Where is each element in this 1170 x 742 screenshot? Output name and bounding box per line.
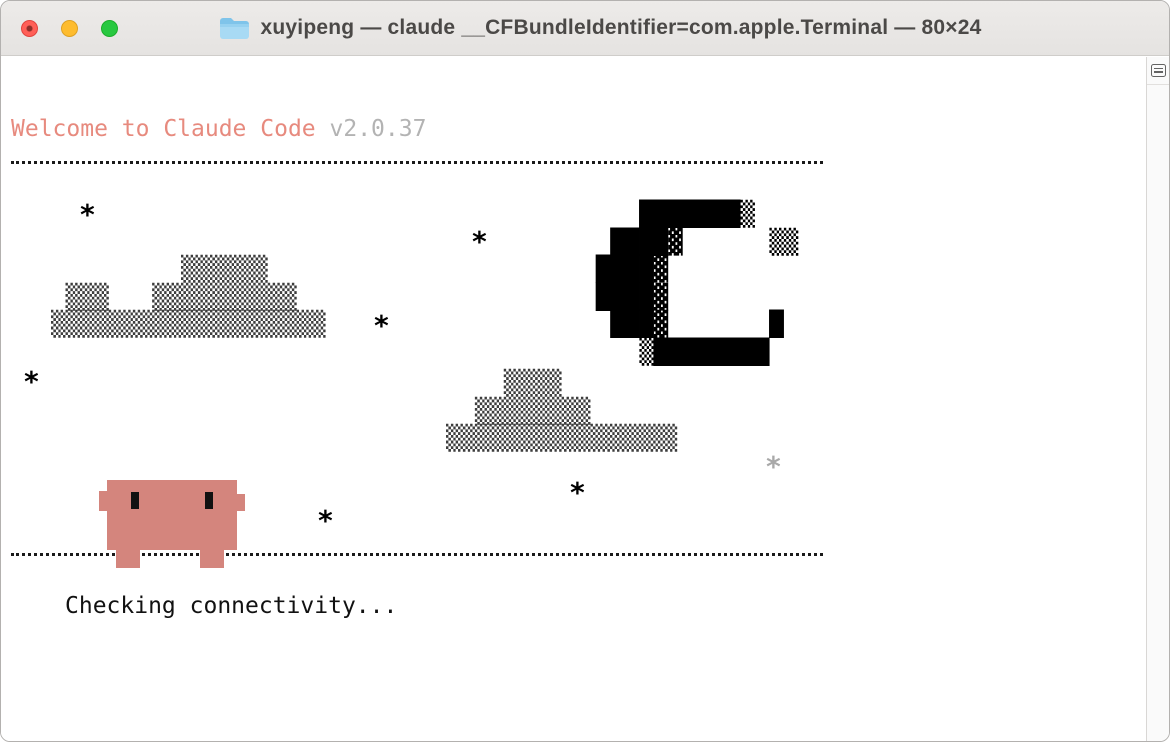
star-icon: * [317, 504, 334, 537]
dotted-divider-ground [11, 553, 823, 556]
title-group: xuyipeng — claude __CFBundleIdentifier=c… [219, 16, 982, 41]
close-button[interactable] [21, 20, 38, 37]
pig-eye-right [205, 492, 213, 509]
star-icon-dim: * [765, 450, 782, 483]
cloud-art-right: ▒▒▒▒ ▒▒▒▒▒▒▒▒ ▒▒▒▒▒▒▒▒▒▒▒▒▒▒▒▒ [446, 369, 678, 452]
scrollbar-track[interactable] [1146, 57, 1169, 741]
welcome-brand-text: Welcome to Claude Code [11, 116, 330, 142]
dotted-divider-top [11, 161, 823, 164]
pig-ear-right [235, 494, 245, 511]
zoom-button[interactable] [101, 20, 118, 37]
status-text: Checking connectivity... [65, 593, 398, 619]
pig-leg-right [200, 550, 224, 568]
cloud-art-left: ▒▒▒▒▒▒ ▒▒▒ ▒▒▒▒▒▒▒▒▒▒ ▒▒▒▒▒▒▒▒▒▒▒▒▒▒▒▒▒▒… [51, 255, 326, 338]
folder-icon [219, 16, 250, 41]
split-pane-icon [1151, 64, 1166, 77]
pig-eye-left [131, 492, 139, 509]
version-text: v2.0.37 [329, 116, 427, 142]
star-icon: * [471, 225, 488, 258]
claude-logo-art: ███████▒ ████▓ ▒▒ ████▓ ████▓ ███▓ █ ▒██… [596, 200, 799, 366]
welcome-line: Welcome to Claude Code v2.0.37 [11, 116, 426, 142]
star-icon: * [569, 476, 586, 509]
pig-sprite [99, 478, 245, 568]
star-icon: * [373, 309, 390, 342]
pig-leg-left [116, 550, 140, 568]
terminal-screen[interactable]: Welcome to Claude Code v2.0.37 ▒▒▒▒▒▒ ▒▒… [1, 57, 1146, 741]
window-title: xuyipeng — claude __CFBundleIdentifier=c… [260, 16, 982, 39]
title-bar[interactable]: xuyipeng — claude __CFBundleIdentifier=c… [1, 1, 1169, 56]
traffic-lights [21, 1, 118, 56]
star-icon: * [79, 198, 96, 231]
split-pane-button[interactable] [1147, 57, 1169, 85]
pig-body [107, 480, 237, 550]
minimize-button[interactable] [61, 20, 78, 37]
pig-ear-left [99, 491, 109, 511]
star-icon: * [23, 365, 40, 398]
